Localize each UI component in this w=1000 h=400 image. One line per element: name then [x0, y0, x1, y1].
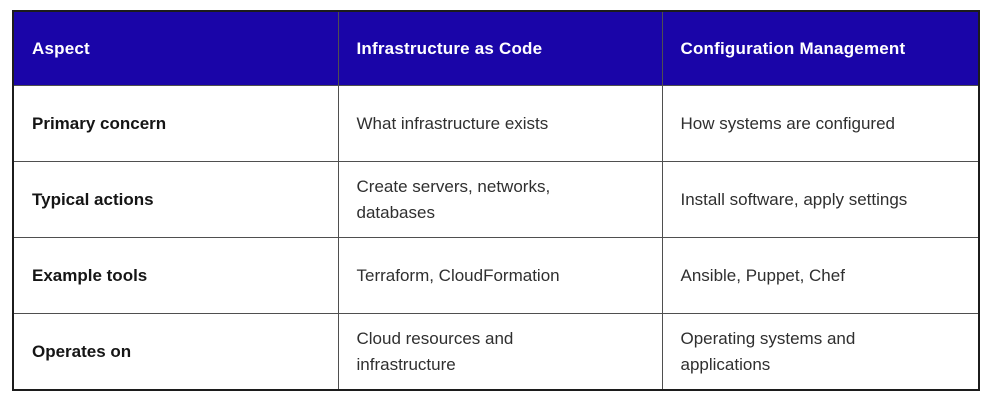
table-row-operates-on: Operates on Cloud resources and infrastr…: [12, 313, 980, 391]
comparison-table-container: Aspect Infrastructure as Code Configurat…: [12, 10, 980, 391]
table-body: Primary concern What infrastructure exis…: [12, 85, 980, 391]
aspect-cell: Primary concern: [12, 85, 339, 162]
header-row: Aspect Infrastructure as Code Configurat…: [12, 10, 980, 86]
table-row-example-tools: Example tools Terraform, CloudFormation …: [12, 237, 980, 314]
config-mgmt-cell: Ansible, Puppet, Chef: [661, 237, 980, 314]
config-mgmt-cell: Operating systems and applications: [661, 313, 980, 391]
iac-cell: What infrastructure exists: [337, 85, 663, 162]
table-header: Aspect Infrastructure as Code Configurat…: [12, 10, 980, 86]
iac-vs-config-mgmt-table: Aspect Infrastructure as Code Configurat…: [12, 10, 980, 391]
header-cell-configuration-management: Configuration Management: [661, 10, 980, 86]
header-cell-infrastructure-as-code: Infrastructure as Code: [337, 10, 663, 86]
table-row-primary-concern: Primary concern What infrastructure exis…: [12, 85, 980, 162]
table-row-typical-actions: Typical actions Create servers, networks…: [12, 161, 980, 238]
aspect-cell: Operates on: [12, 313, 339, 391]
header-cell-aspect: Aspect: [12, 10, 339, 86]
config-mgmt-cell: How systems are configured: [661, 85, 980, 162]
aspect-cell: Typical actions: [12, 161, 339, 238]
iac-cell: Create servers, networks, databases: [337, 161, 663, 238]
config-mgmt-cell: Install software, apply settings: [661, 161, 980, 238]
iac-cell: Terraform, CloudFormation: [337, 237, 663, 314]
aspect-cell: Example tools: [12, 237, 339, 314]
iac-cell: Cloud resources and infrastructure: [337, 313, 663, 391]
